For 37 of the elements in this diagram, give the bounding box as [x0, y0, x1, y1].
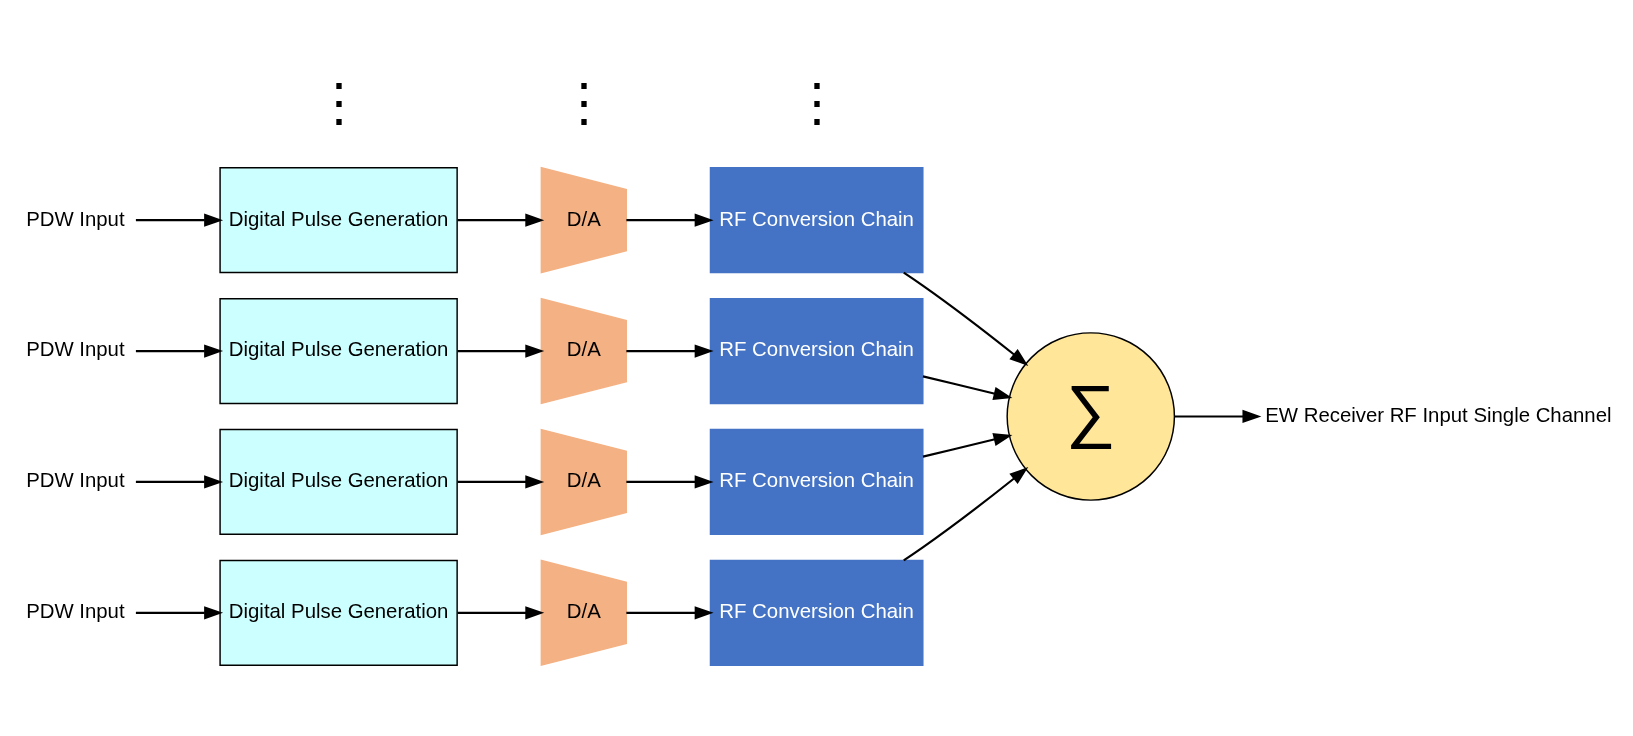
- node-box: Digital Pulse Generation: [219, 166, 458, 273]
- node-box: Digital Pulse Generation: [219, 297, 458, 404]
- node-text: PDW Input: [26, 599, 125, 622]
- node-box: RF Conversion Chain: [709, 297, 924, 404]
- arrow: [135, 605, 224, 619]
- node-box: D/A: [540, 166, 627, 273]
- arrow: [903, 466, 1029, 561]
- arrow: [457, 474, 545, 489]
- node-box: D/A: [540, 297, 627, 404]
- arrow: [922, 432, 1013, 458]
- arrow: [135, 213, 224, 227]
- node-box: Digital Pulse Generation: [219, 559, 458, 666]
- node-box: D/A: [540, 428, 627, 535]
- arrow: [626, 343, 714, 358]
- arrow: [903, 271, 1029, 366]
- node-box: Digital Pulse Generation: [219, 428, 458, 535]
- node-text: PDW Input: [26, 468, 125, 491]
- node-text: EW Receiver RF Input Single Channel: [1265, 403, 1612, 426]
- label: ⋮: [557, 72, 610, 131]
- arrow: [1174, 409, 1262, 423]
- node-text: PDW Input: [26, 337, 125, 360]
- arrow: [135, 343, 224, 358]
- arrow: [626, 213, 714, 227]
- arrow: [457, 343, 545, 358]
- node-text: PDW Input: [26, 207, 125, 230]
- node-box: RF Conversion Chain: [709, 166, 924, 273]
- arrow: [922, 374, 1013, 400]
- arrow: [626, 605, 714, 619]
- arrow: [135, 474, 224, 489]
- node-box: RF Conversion Chain: [709, 428, 924, 535]
- arrow: [626, 474, 714, 489]
- label: ⋮: [790, 72, 843, 131]
- arrow: [457, 213, 545, 227]
- arrow: [457, 605, 545, 619]
- node-box: RF Conversion Chain: [709, 559, 924, 666]
- node-box: D/A: [540, 559, 627, 666]
- label: ⋮: [312, 72, 365, 131]
